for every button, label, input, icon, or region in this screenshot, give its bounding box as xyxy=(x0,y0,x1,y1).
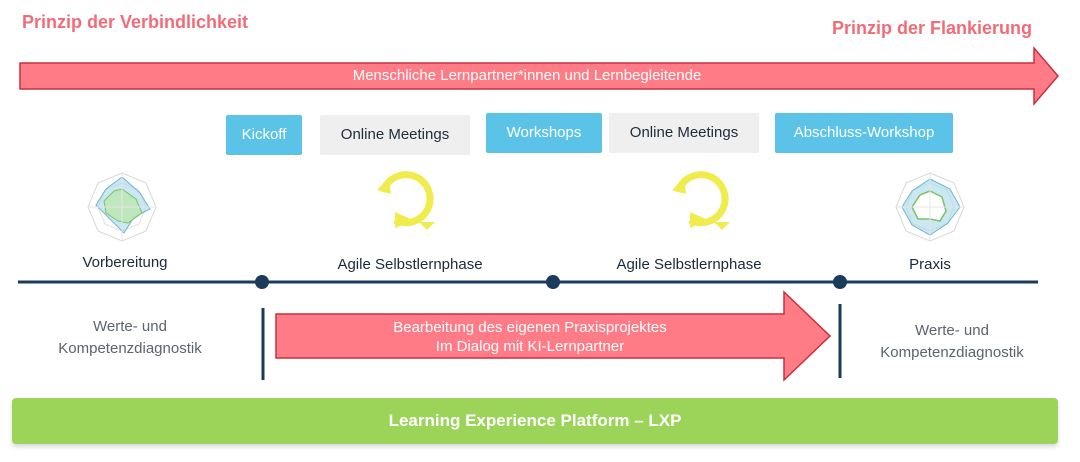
principle-left: Prinzip der Verbindlichkeit xyxy=(22,12,249,32)
diagnostic-left-line2: Kompetenzdiagnostik xyxy=(58,340,202,357)
phase-vorbereitung: Vorbereitung xyxy=(82,254,168,271)
event-online-meetings-1: Online Meetings xyxy=(320,115,470,155)
diagnostic-right-line1: Werte- und xyxy=(915,322,989,339)
event-online-meetings-2: Online Meetings xyxy=(609,113,759,153)
middle-arrow-shape xyxy=(275,290,832,382)
top-arrow-label: Menschliche Lernpartner*innen und Lernbe… xyxy=(352,67,702,84)
diagnostic-right-line2: Kompetenzdiagnostik xyxy=(880,344,1024,361)
agile-cycle-icon xyxy=(377,171,435,230)
diagnostic-right: Werte- und Kompetenzdiagnostik xyxy=(852,320,1052,364)
agile-cycle-icon xyxy=(672,171,730,230)
event-kickoff: Kickoff xyxy=(226,115,302,155)
principle-right: Prinzip der Flankierung xyxy=(831,18,1032,38)
radar-chart-icon xyxy=(87,172,157,242)
event-workshops: Workshops xyxy=(486,113,602,153)
middle-arrow-line1: Bearbeitung des eigenen Praxisprojektes xyxy=(393,319,667,336)
middle-arrow-label: Bearbeitung des eigenen Praxisprojektes … xyxy=(276,318,784,356)
diagnostic-left: Werte- und Kompetenzdiagnostik xyxy=(30,316,230,360)
phase-agile-1: Agile Selbstlernphase xyxy=(337,256,483,273)
platform-bar: Learning Experience Platform – LXP xyxy=(12,398,1058,444)
phase-agile-2: Agile Selbstlernphase xyxy=(616,256,762,273)
radar-chart-icon xyxy=(895,172,965,242)
timeline-node-1 xyxy=(255,275,269,289)
timeline-node-3 xyxy=(833,275,847,289)
top-arrow-shape xyxy=(19,45,1059,107)
phase-praxis: Praxis xyxy=(909,256,951,273)
timeline-node-2 xyxy=(546,275,560,289)
middle-arrow-line2: Im Dialog mit KI-Lernpartner xyxy=(435,338,625,355)
event-abschluss-workshop: Abschluss-Workshop xyxy=(775,113,953,153)
diagnostic-left-line1: Werte- und xyxy=(93,318,167,335)
